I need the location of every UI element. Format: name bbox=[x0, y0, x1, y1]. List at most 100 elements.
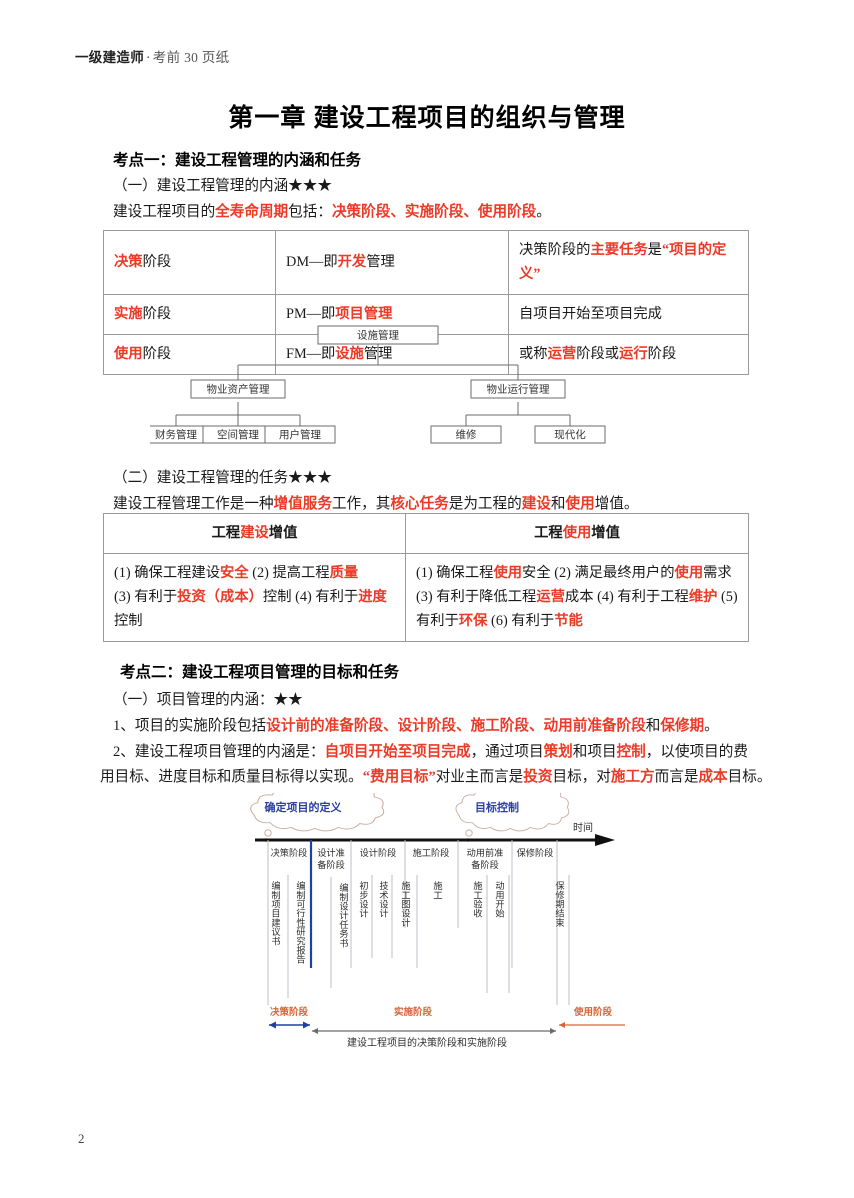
cell-phase-name: 使用阶段 bbox=[103, 334, 276, 375]
org-node-level3-0-label: 财务管理 bbox=[155, 428, 197, 441]
milestone-7: 施工验收 bbox=[472, 880, 483, 919]
cl2-d: 进度 bbox=[358, 589, 387, 605]
ul-j: 环保 bbox=[458, 613, 488, 629]
org-chart-facility-management: 设施管理 物业资产管理 物业运行管理 财务管理 空间管理 用户管理 维修 现代化 bbox=[150, 322, 710, 444]
phase-label-2: 设计阶段 bbox=[360, 847, 397, 858]
org-node-level3-2-label: 用户管理 bbox=[279, 428, 321, 441]
phase-red-2: 实施 bbox=[114, 306, 143, 322]
p22-i: “费用目标” bbox=[362, 769, 436, 785]
cl1-b: 安全 bbox=[220, 565, 249, 581]
p21-c: 和 bbox=[645, 718, 661, 734]
paragraph-1-2: 建设工程管理工作是一种增值服务工作，其核心任务是为工程的建设和使用增值。 bbox=[113, 492, 639, 517]
p11-a: 建设工程项目的 bbox=[113, 204, 216, 220]
paragraph-2-1: 1、项目的实施阶段包括设计前的准备阶段、设计阶段、施工阶段、动用前准备阶段和保修… bbox=[113, 714, 719, 739]
table-value-added: 工程建设增值 工程使用增值 (1) 确保工程建设安全 (2) 提高工程质量 (3… bbox=[103, 513, 749, 642]
abbrev-red-1: 开发 bbox=[337, 254, 367, 270]
org-node-level3-3-label: 维修 bbox=[456, 428, 477, 441]
subsection-2-1-text: （一）项目管理的内涵：★★ bbox=[113, 692, 303, 708]
phase-red-1: 决策 bbox=[114, 254, 143, 270]
band-label-2: 使用阶段 bbox=[573, 1006, 613, 1018]
hv-right-post: 增值 bbox=[591, 525, 620, 541]
abbrev-post-1: 管理 bbox=[366, 254, 395, 270]
paragraph-2-2-line-2: 用目标、进度目标和质量目标得以实现。“费用目标”对业主而言是投资目标，对施工方而… bbox=[100, 765, 771, 790]
band-arrow-decision bbox=[269, 1021, 310, 1029]
p22-p: 目标。 bbox=[727, 769, 772, 785]
abbrev-pre-2: PM—即 bbox=[286, 306, 336, 322]
time-axis-arrow bbox=[595, 834, 615, 846]
table-header-row: 工程建设增值 工程使用增值 bbox=[103, 513, 749, 554]
phase-label-4-part2: 备阶段 bbox=[471, 859, 499, 870]
ul-d: 使用 bbox=[674, 565, 704, 581]
running-header-separator: · bbox=[146, 50, 151, 65]
ul-b: 使用 bbox=[493, 565, 523, 581]
table-row: (1) 确保工程建设安全 (2) 提高工程质量 (3) 有利于投资（成本）控制 … bbox=[103, 553, 749, 642]
band-arrow-implementation bbox=[312, 1028, 556, 1034]
org-node-level3-2 bbox=[264, 425, 336, 444]
table-row: 决策阶段 DM—即开发管理 决策阶段的主要任务是“项目的定义” bbox=[103, 230, 749, 295]
running-header: 一级建造师·考前 30 页纸 bbox=[75, 46, 229, 66]
header-construction-value: 工程建设增值 bbox=[103, 513, 406, 554]
ul-g: 成本 (4) 有利于工程 bbox=[564, 589, 689, 605]
cell-description: 决策阶段的主要任务是“项目的定义” bbox=[508, 230, 749, 295]
p22-h: 用目标、进度目标和质量目标得以实现。 bbox=[100, 769, 363, 785]
desc-pre-1: 决策阶段的 bbox=[519, 242, 591, 258]
cl2-a: (3) 有利于 bbox=[114, 589, 178, 605]
hv-left-post: 增值 bbox=[268, 525, 298, 541]
desc-red2-1: “项目的定义” bbox=[519, 242, 727, 282]
cl1-a: (1) 确保工程建设 bbox=[114, 565, 221, 581]
ul-h: 维护 bbox=[688, 589, 718, 605]
org-node-level2-1 bbox=[470, 379, 566, 399]
subsection-1-2-text: （二）建设工程管理的任务★★★ bbox=[113, 470, 332, 486]
p11-b: 全寿命周期 bbox=[215, 204, 289, 220]
table-project-phases: 决策阶段 DM—即开发管理 决策阶段的主要任务是“项目的定义” 实施阶段 PM—… bbox=[103, 230, 749, 375]
timeline-diagram-project-phases: 确定项目的定义 目标控制 时间 bbox=[225, 793, 630, 1053]
p12-e: 是为工程的 bbox=[448, 496, 522, 512]
timeline-caption: 建设工程项目的决策阶段和实施阶段 bbox=[347, 1036, 507, 1049]
org-node-level2-1-label: 物业运行管理 bbox=[487, 383, 550, 396]
p11-d: 决策阶段、实施阶段、使用阶段 bbox=[331, 204, 537, 220]
p21-d: 保修期 bbox=[660, 718, 705, 734]
header-usage-value: 工程使用增值 bbox=[405, 513, 749, 554]
p22-d: 策划 bbox=[543, 744, 573, 760]
time-axis-label: 时间 bbox=[573, 821, 593, 834]
phase-rest-1: 阶段 bbox=[142, 254, 172, 270]
desc-mid-1: 是 bbox=[647, 242, 662, 258]
phase-rest-2: 阶段 bbox=[142, 306, 172, 322]
p12-c: 工作，其 bbox=[331, 496, 391, 512]
phase-label-1-part2: 备阶段 bbox=[317, 859, 345, 870]
desc-red-3: 运营 bbox=[547, 346, 577, 362]
desc-mid-3: 阶段或 bbox=[576, 346, 620, 362]
p22-f: 控制 bbox=[616, 744, 646, 760]
p22-c: ，通过项目 bbox=[470, 744, 544, 760]
milestone-5: 施工图设计 bbox=[400, 880, 411, 928]
desc-post-3: 阶段 bbox=[647, 346, 677, 362]
cl1-c: (2) 提高工程 bbox=[248, 565, 330, 581]
org-node-level2-0 bbox=[190, 379, 286, 399]
org-node-root-label: 设施管理 bbox=[357, 329, 399, 342]
subsection-1-1-text: （一）建设工程管理的内涵★★★ bbox=[113, 178, 332, 194]
cell-construction-items: (1) 确保工程建设安全 (2) 提高工程质量 (3) 有利于投资（成本）控制 … bbox=[103, 553, 406, 642]
p22-g: ，以使项目的费 bbox=[645, 744, 748, 760]
milestone-2: 编制设计任务书 bbox=[338, 882, 349, 948]
milestone-4: 技术设计 bbox=[378, 880, 389, 919]
band-label-0: 决策阶段 bbox=[270, 1006, 309, 1018]
ul-l: 节能 bbox=[554, 613, 583, 629]
p12-i: 增值。 bbox=[594, 496, 639, 512]
hv-left-pre: 工程 bbox=[211, 525, 241, 541]
org-node-level3-3 bbox=[430, 425, 502, 444]
p22-o: 成本 bbox=[698, 769, 728, 785]
phase-rest-3: 阶段 bbox=[142, 346, 172, 362]
cell-usage-items: (1) 确保工程使用安全 (2) 满足最终用户的使用需求 (3) 有利于降低工程… bbox=[405, 553, 749, 642]
table-row: 实施阶段 PM—即项目管理 自项目开始至项目完成 bbox=[103, 294, 749, 335]
p11-e: 。 bbox=[536, 204, 551, 220]
p12-a: 建设工程管理工作是一种 bbox=[113, 496, 274, 512]
milestone-6: 施工 bbox=[432, 880, 443, 899]
paragraph-2-2-line-1: 2、建设工程项目管理的内涵是：自项目开始至项目完成，通过项目策划和项目控制，以使… bbox=[113, 740, 748, 765]
cloud-callout-1-label: 确定项目的定义 bbox=[265, 800, 343, 814]
running-header-title: 一级建造师 bbox=[75, 50, 144, 65]
phase-red-3: 使用 bbox=[114, 346, 143, 362]
phase-label-0: 决策阶段 bbox=[271, 847, 308, 858]
milestone-8: 动用开始 bbox=[494, 881, 505, 919]
p11-c: 包括： bbox=[288, 204, 332, 220]
milestone-0: 编制项目建议书 bbox=[270, 880, 281, 946]
